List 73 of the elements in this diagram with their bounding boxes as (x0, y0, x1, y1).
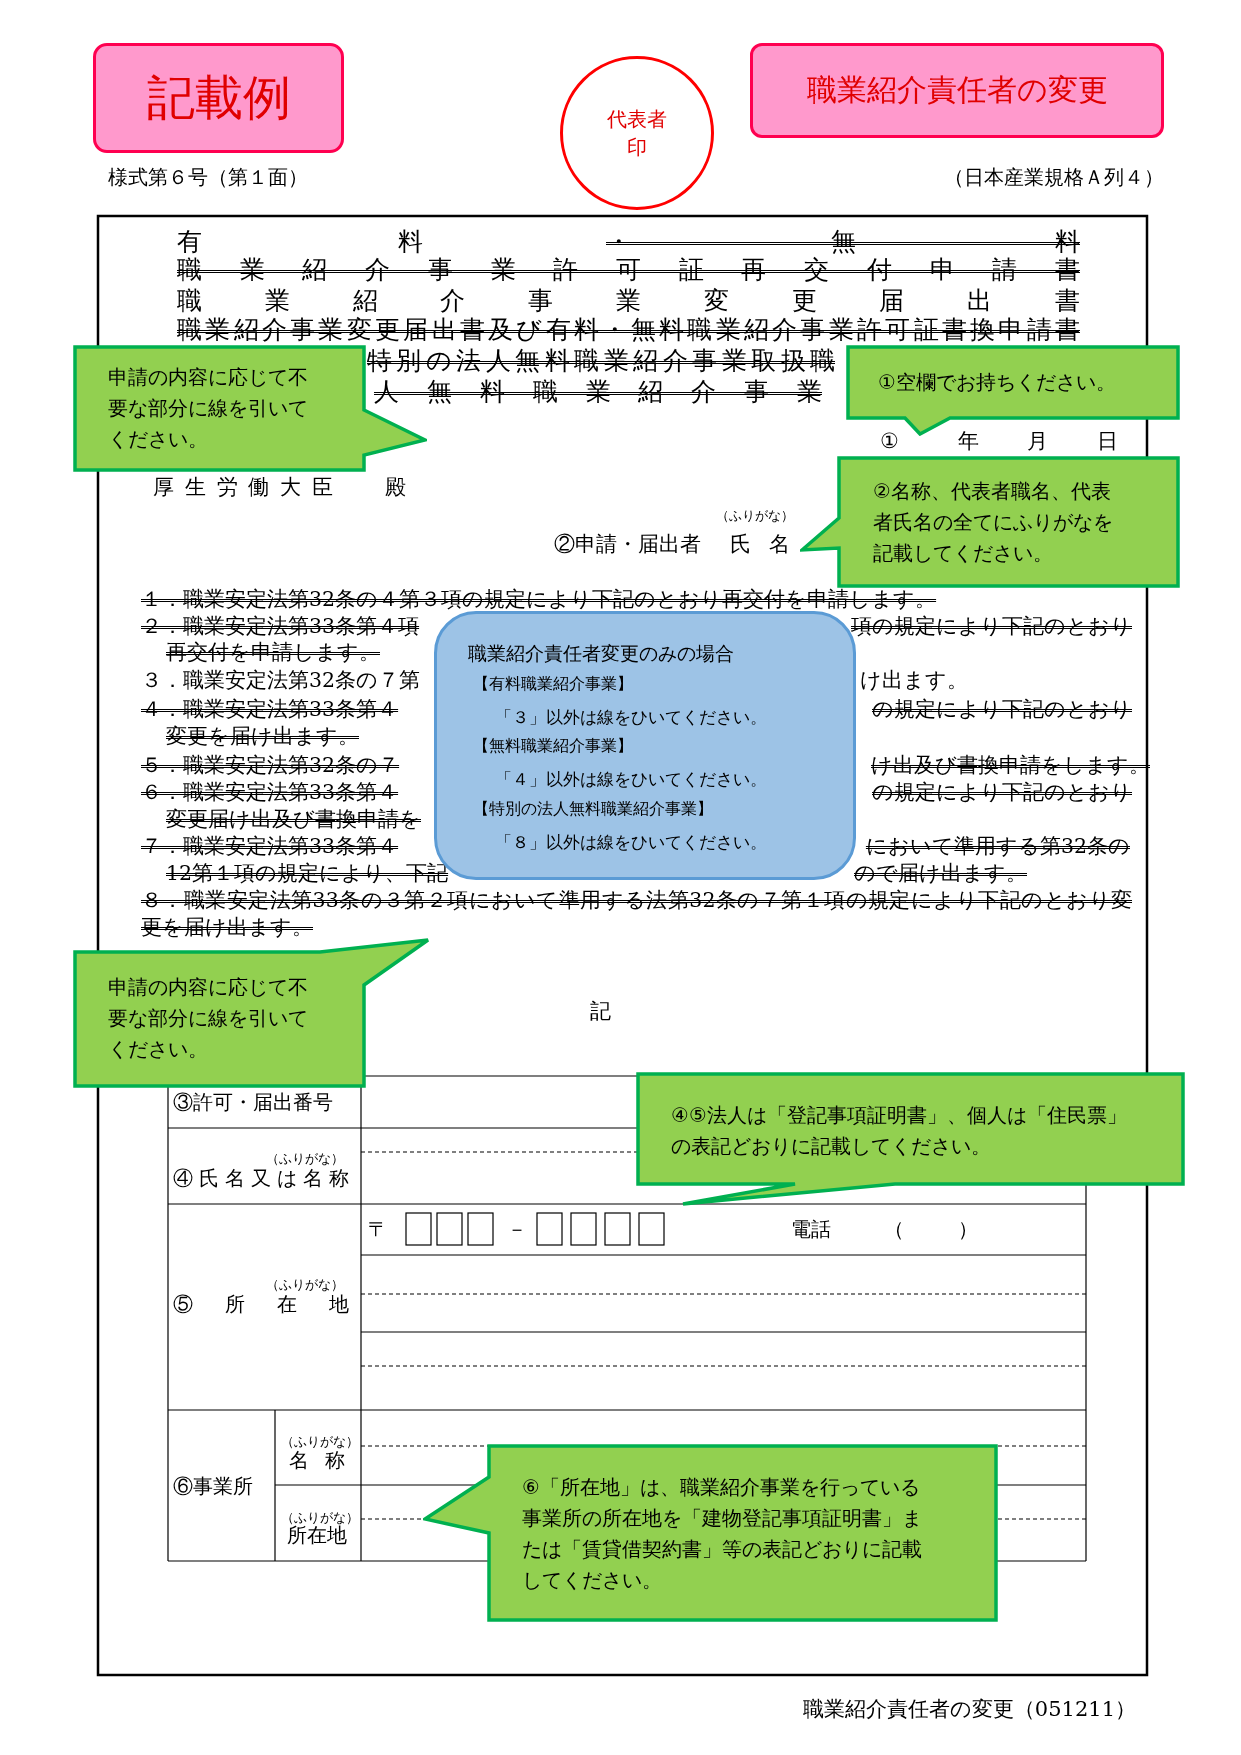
callout-text: ④⑤法人は「登記事項証明書」、個人は「住民票」の表記どおりに記載してください。 (671, 1102, 1128, 1160)
struck-clause-text: 再交付を申請します。 (166, 638, 380, 666)
struck-clause-text: け出及び書換申請をします。 (871, 751, 1150, 779)
form-number: 様式第６号（第１面） (108, 164, 308, 190)
paper-size-note: （日本産業規格Ａ列４） (944, 164, 1164, 190)
furigana-text: （ふりがな） (281, 1433, 359, 1451)
struck-clause-text: ２．職業安定法第33条第４項 (141, 612, 420, 640)
title-box: 職業紹介責任者の変更 (750, 43, 1164, 138)
date-text: 日 (1097, 428, 1118, 456)
field-label: ④氏名又は名称 (173, 1166, 349, 1191)
speech-bubble (73, 345, 427, 472)
applicant-label: ②申請・届出者 (554, 531, 701, 559)
field-label: 所在地 (287, 1523, 347, 1548)
struck-clause-text: 12第１項の規定により、下記 (166, 859, 449, 887)
note-subheading: 【無料職業紹介事業】 (473, 736, 633, 757)
struck-clause-text: の規定により下記のとおり (872, 778, 1132, 806)
date-text: ① (880, 428, 899, 456)
date-text: 年 (958, 428, 979, 456)
callout-text: ①空欄でお持ちください。 (878, 369, 1117, 396)
struck-clause-text: 変更を届け出ます。 (166, 722, 359, 750)
struck-clause-text: ５．職業安定法第32条の７ (141, 751, 400, 779)
callout-text: ⑥「所在地」は、職業紹介事業を行っている事業所の所在地を「建物登記事項証明書」または「賃貸借契約書」等の表記どおりに記載してください。 (522, 1474, 923, 1594)
clause-text: ３．職業安定法第32条の７第 (141, 666, 421, 694)
note-text: 「４」以外は線をひいてください。 (495, 768, 767, 791)
field-label: （ (884, 1216, 904, 1242)
field-label: ） (958, 1216, 978, 1242)
note-subheading: 【有料職業紹介事業】 (473, 674, 633, 695)
struck-clause-text: ので届け出ます。 (854, 859, 1027, 887)
callout-text: ②名称、代表者職名、代表者氏名の全てにふりがなを記載してください。 (873, 478, 1114, 567)
addressee-text: 厚生労働大臣 (153, 474, 333, 502)
struck-clause-text: 変更届け出及び書換申請を (166, 805, 421, 833)
callout-text: 申請の内容に応じて不要な部分に線を引いてください。 (108, 364, 309, 453)
speech-bubble (423, 1444, 998, 1622)
speech-bubble (800, 456, 1180, 588)
footer-text: 職業紹介責任者の変更（051211） (802, 1696, 1136, 1724)
seal-circle: 代表者印 (560, 56, 714, 210)
applicant-label: 氏名 (730, 531, 790, 559)
field-label: 名称 (289, 1448, 345, 1473)
field-label: 電話 (791, 1216, 831, 1242)
struck-clause-text: ７．職業安定法第33条第４ (141, 832, 399, 860)
furigana-text: （ふりがな） (266, 1150, 344, 1168)
callout-text: 申請の内容に応じて不要な部分に線を引いてください。 (108, 974, 309, 1063)
speech-bubble (73, 938, 430, 1088)
struck-clause-text: ６．職業安定法第33条第４ (141, 778, 399, 806)
struck-clause-text: １．職業安定法第32条の４第３項の規定により下記のとおり再交付を申請します。 (141, 585, 937, 613)
note-heading: 職業紹介責任者変更のみの場合 (468, 641, 734, 666)
title-line: 有料 (177, 225, 423, 257)
furigana-text: （ふりがな） (266, 1276, 344, 1294)
note-subheading: 【特別の法人無料職業紹介事業】 (473, 799, 713, 820)
addressee-text: 殿 (385, 474, 406, 502)
field-label: ⑤所在地 (173, 1292, 349, 1317)
struck-clause-text: において準用する第32条の (865, 832, 1130, 860)
speech-bubble (636, 1072, 1185, 1206)
postal-dash: － (507, 1216, 527, 1242)
furigana-text: （ふりがな） (281, 1509, 359, 1526)
struck-clause-text: 項の規定により下記のとおり (851, 612, 1132, 640)
struck-clause-text: ８．職業安定法第33条の３第２項において準用する法第32条の７第１項の規定により下記のとおり変更を届け出ます。 (141, 887, 1132, 941)
section-mark: 記 (590, 998, 611, 1026)
struck-title-line: 人無料職業紹介事業 (374, 375, 822, 408)
date-text: 月 (1027, 428, 1048, 456)
clause-text: け出ます。 (860, 666, 968, 694)
label-box: 記載例 (93, 43, 344, 153)
struck-clause-text: の規定により下記のとおり (872, 695, 1132, 723)
struck-title-line: ・無料 (606, 225, 1080, 257)
field-label: ⑥事業所 (173, 1473, 253, 1499)
postal-mark: 〒 (368, 1216, 388, 1242)
furigana-text: （ふりがな） (716, 507, 794, 525)
note-text: 「３」以外は線をひいてください。 (495, 706, 767, 729)
struck-clause-text: ４．職業安定法第33条第４ (141, 695, 399, 723)
struck-title-line: 職業紹介事業許可証再交付申請書 (177, 254, 1080, 286)
field-label: ③許可・届出番号 (173, 1089, 333, 1115)
struck-title-line: 特別の法人無料職業紹介事業取扱職 (367, 344, 835, 377)
note-text: 「８」以外は線をひいてください。 (495, 831, 767, 854)
